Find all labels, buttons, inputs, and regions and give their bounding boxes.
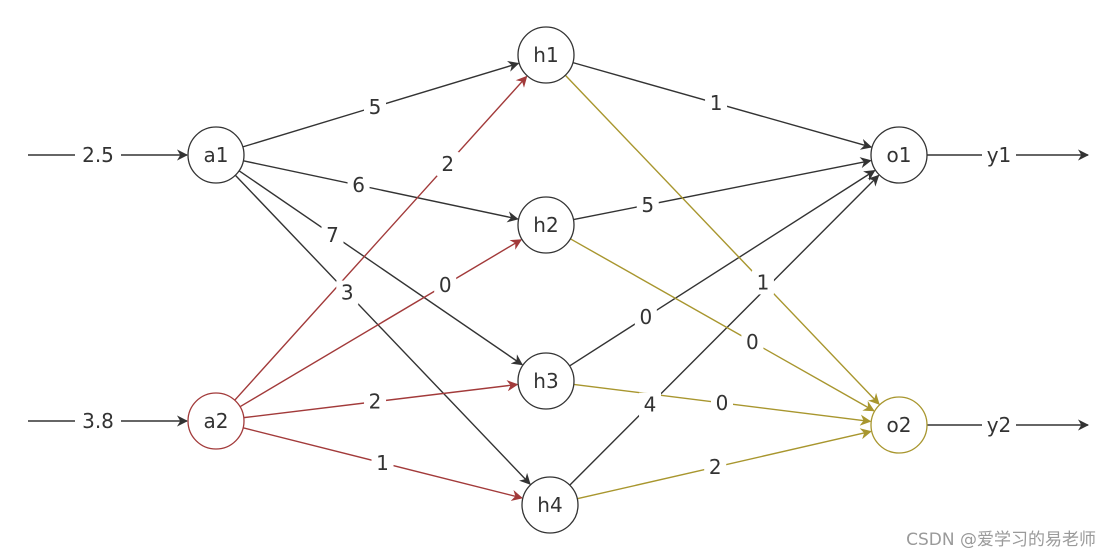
edge-label-h4-o1: 4 xyxy=(639,392,662,417)
edge-label-h3-o1-text: 0 xyxy=(639,305,652,329)
output-label-o1: y1 xyxy=(982,143,1016,167)
edge-a1-h2 xyxy=(243,160,519,223)
edge-label-a1-h1-text: 5 xyxy=(369,95,382,119)
edge-label-a1-h4: 3 xyxy=(336,280,359,305)
output-label-o2-text: y2 xyxy=(987,413,1012,437)
node-h3: h3 xyxy=(517,352,575,410)
node-h1-circle xyxy=(517,26,575,84)
edge-label-h1-o2-text: 1 xyxy=(757,270,770,294)
edge-a1-h4 xyxy=(234,174,531,485)
watermark: CSDN @爱学习的易老师 xyxy=(906,530,1096,550)
input-label-a2-text: 3.8 xyxy=(82,409,114,433)
edge-label-a2-h2: 0 xyxy=(434,272,457,297)
edge-label-a2-h3: 2 xyxy=(364,389,387,414)
node-a2-label: a2 xyxy=(204,409,229,433)
node-h4-circle xyxy=(521,476,579,534)
edge-label-h2-o2: 0 xyxy=(741,329,764,354)
input-label-a2: 3.8 xyxy=(75,409,121,433)
edge-label-h3-o1: 0 xyxy=(634,305,657,330)
node-h3-label: h3 xyxy=(533,369,558,393)
edge-label-a1-h2: 6 xyxy=(347,173,370,198)
node-o1-label: o1 xyxy=(887,143,912,167)
node-h4: h4 xyxy=(521,476,579,534)
node-h2-circle xyxy=(517,196,575,254)
node-h1-label: h1 xyxy=(533,43,558,67)
edge-label-a1-h3: 7 xyxy=(321,222,344,247)
edge-a1-h3 xyxy=(238,170,523,366)
edge-label-h2-o1-text: 5 xyxy=(641,193,654,217)
edge-h3-o1 xyxy=(569,170,876,367)
edge-label-h2-o2-text: 0 xyxy=(746,330,759,354)
input-label-a1-text: 2.5 xyxy=(82,143,114,167)
edge-label-h3-o2: 0 xyxy=(711,390,734,415)
node-o2: o2 xyxy=(870,396,928,454)
edge-label-h4-o2: 2 xyxy=(704,455,727,480)
node-h2-label: h2 xyxy=(533,213,558,237)
edge-label-a1-h1: 5 xyxy=(364,94,387,119)
edge-h2-o2 xyxy=(570,238,875,412)
edge-label-h2-o1: 5 xyxy=(636,192,659,217)
node-a1-circle xyxy=(187,126,245,184)
edge-label-a2-h4: 1 xyxy=(371,450,394,475)
edge-label-a2-h4-text: 1 xyxy=(376,451,389,475)
node-a2-circle xyxy=(187,392,245,450)
edge-h1-o2 xyxy=(564,74,880,405)
node-o1-circle xyxy=(870,126,928,184)
output-label-o2: y2 xyxy=(982,413,1016,437)
edge-label-h1-o2: 1 xyxy=(751,270,774,295)
node-a2: a2 xyxy=(187,392,245,450)
edge-a2-h1 xyxy=(234,75,528,401)
edge-label-h1-o1: 1 xyxy=(705,91,728,116)
edge-label-a1-h2-text: 6 xyxy=(352,173,365,197)
edges-layer xyxy=(234,60,880,501)
output-label-o1-text: y1 xyxy=(987,143,1012,167)
edge-label-a2-h3-text: 2 xyxy=(369,390,382,414)
edge-a2-h2 xyxy=(239,239,523,408)
node-a1-label: a1 xyxy=(204,143,229,167)
node-h2: h2 xyxy=(517,196,575,254)
node-h4-label: h4 xyxy=(537,493,562,517)
edge-label-a2-h2-text: 0 xyxy=(439,273,452,297)
node-o2-circle xyxy=(870,396,928,454)
node-a1: a1 xyxy=(187,126,245,184)
input-label-a1: 2.5 xyxy=(75,143,121,167)
node-h1: h1 xyxy=(517,26,575,84)
edge-h4-o1 xyxy=(569,174,880,486)
edge-label-h4-o2-text: 2 xyxy=(709,455,722,479)
edge-label-h4-o1-text: 4 xyxy=(644,393,657,417)
edge-label-h3-o2-text: 0 xyxy=(716,391,729,415)
edge-label-a2-h1-text: 2 xyxy=(441,152,454,176)
nodes-layer: a1 a2 h1 h2 h3 h4 o1 o2 xyxy=(187,26,928,534)
edge-label-a1-h4-text: 3 xyxy=(341,281,354,305)
edge-label-a1-h3-text: 7 xyxy=(326,223,339,247)
edge-label-h1-o1-text: 1 xyxy=(710,91,723,115)
edge-labels-layer: 5 6 7 3 2 0 2 1 1 5 0 4 1 0 0 2 xyxy=(321,91,774,480)
node-o2-label: o2 xyxy=(887,413,912,437)
node-h3-circle xyxy=(517,352,575,410)
edge-label-a2-h1: 2 xyxy=(436,151,459,176)
io-layer: 2.5 3.8 y1 y2 xyxy=(28,143,1090,437)
node-o1: o1 xyxy=(870,126,928,184)
edge-h2-o1 xyxy=(573,157,872,221)
